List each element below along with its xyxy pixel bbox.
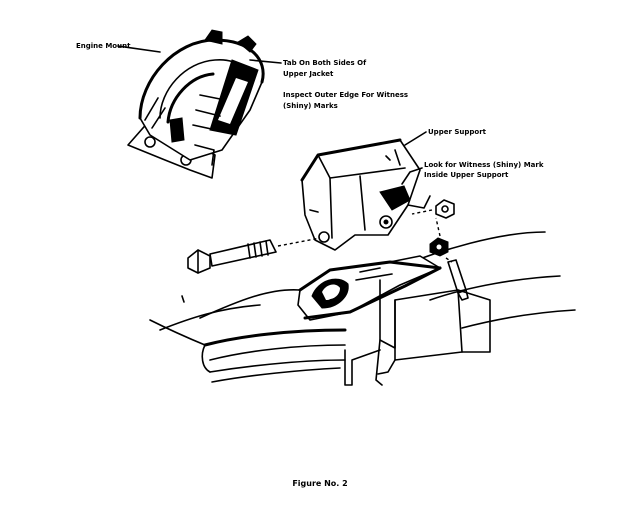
witness-label-line1: Look for Witness (Shiny) Mark: [424, 161, 544, 169]
frame-rail: [149, 231, 576, 386]
figure-caption: Figure No. 2: [292, 479, 348, 488]
tab-label-line2: Upper Jacket: [283, 70, 334, 78]
upper-nut: [411, 199, 455, 219]
witness-label-line2: Inside Upper Support: [424, 171, 509, 179]
upper-support-bracket: [300, 138, 431, 251]
inspect-label-line2: (Shiny) Marks: [283, 102, 338, 110]
engine-mount-detail: [127, 29, 265, 179]
tab-label-line1: Tab On Both Sides Of: [283, 59, 367, 67]
inspect-label-line1: Inspect Outer Edge For Witness: [283, 91, 408, 99]
upper-support-label: Upper Support: [428, 128, 487, 136]
engine-mount-label: Engine Mount: [76, 42, 131, 50]
through-bolt: [187, 237, 321, 274]
